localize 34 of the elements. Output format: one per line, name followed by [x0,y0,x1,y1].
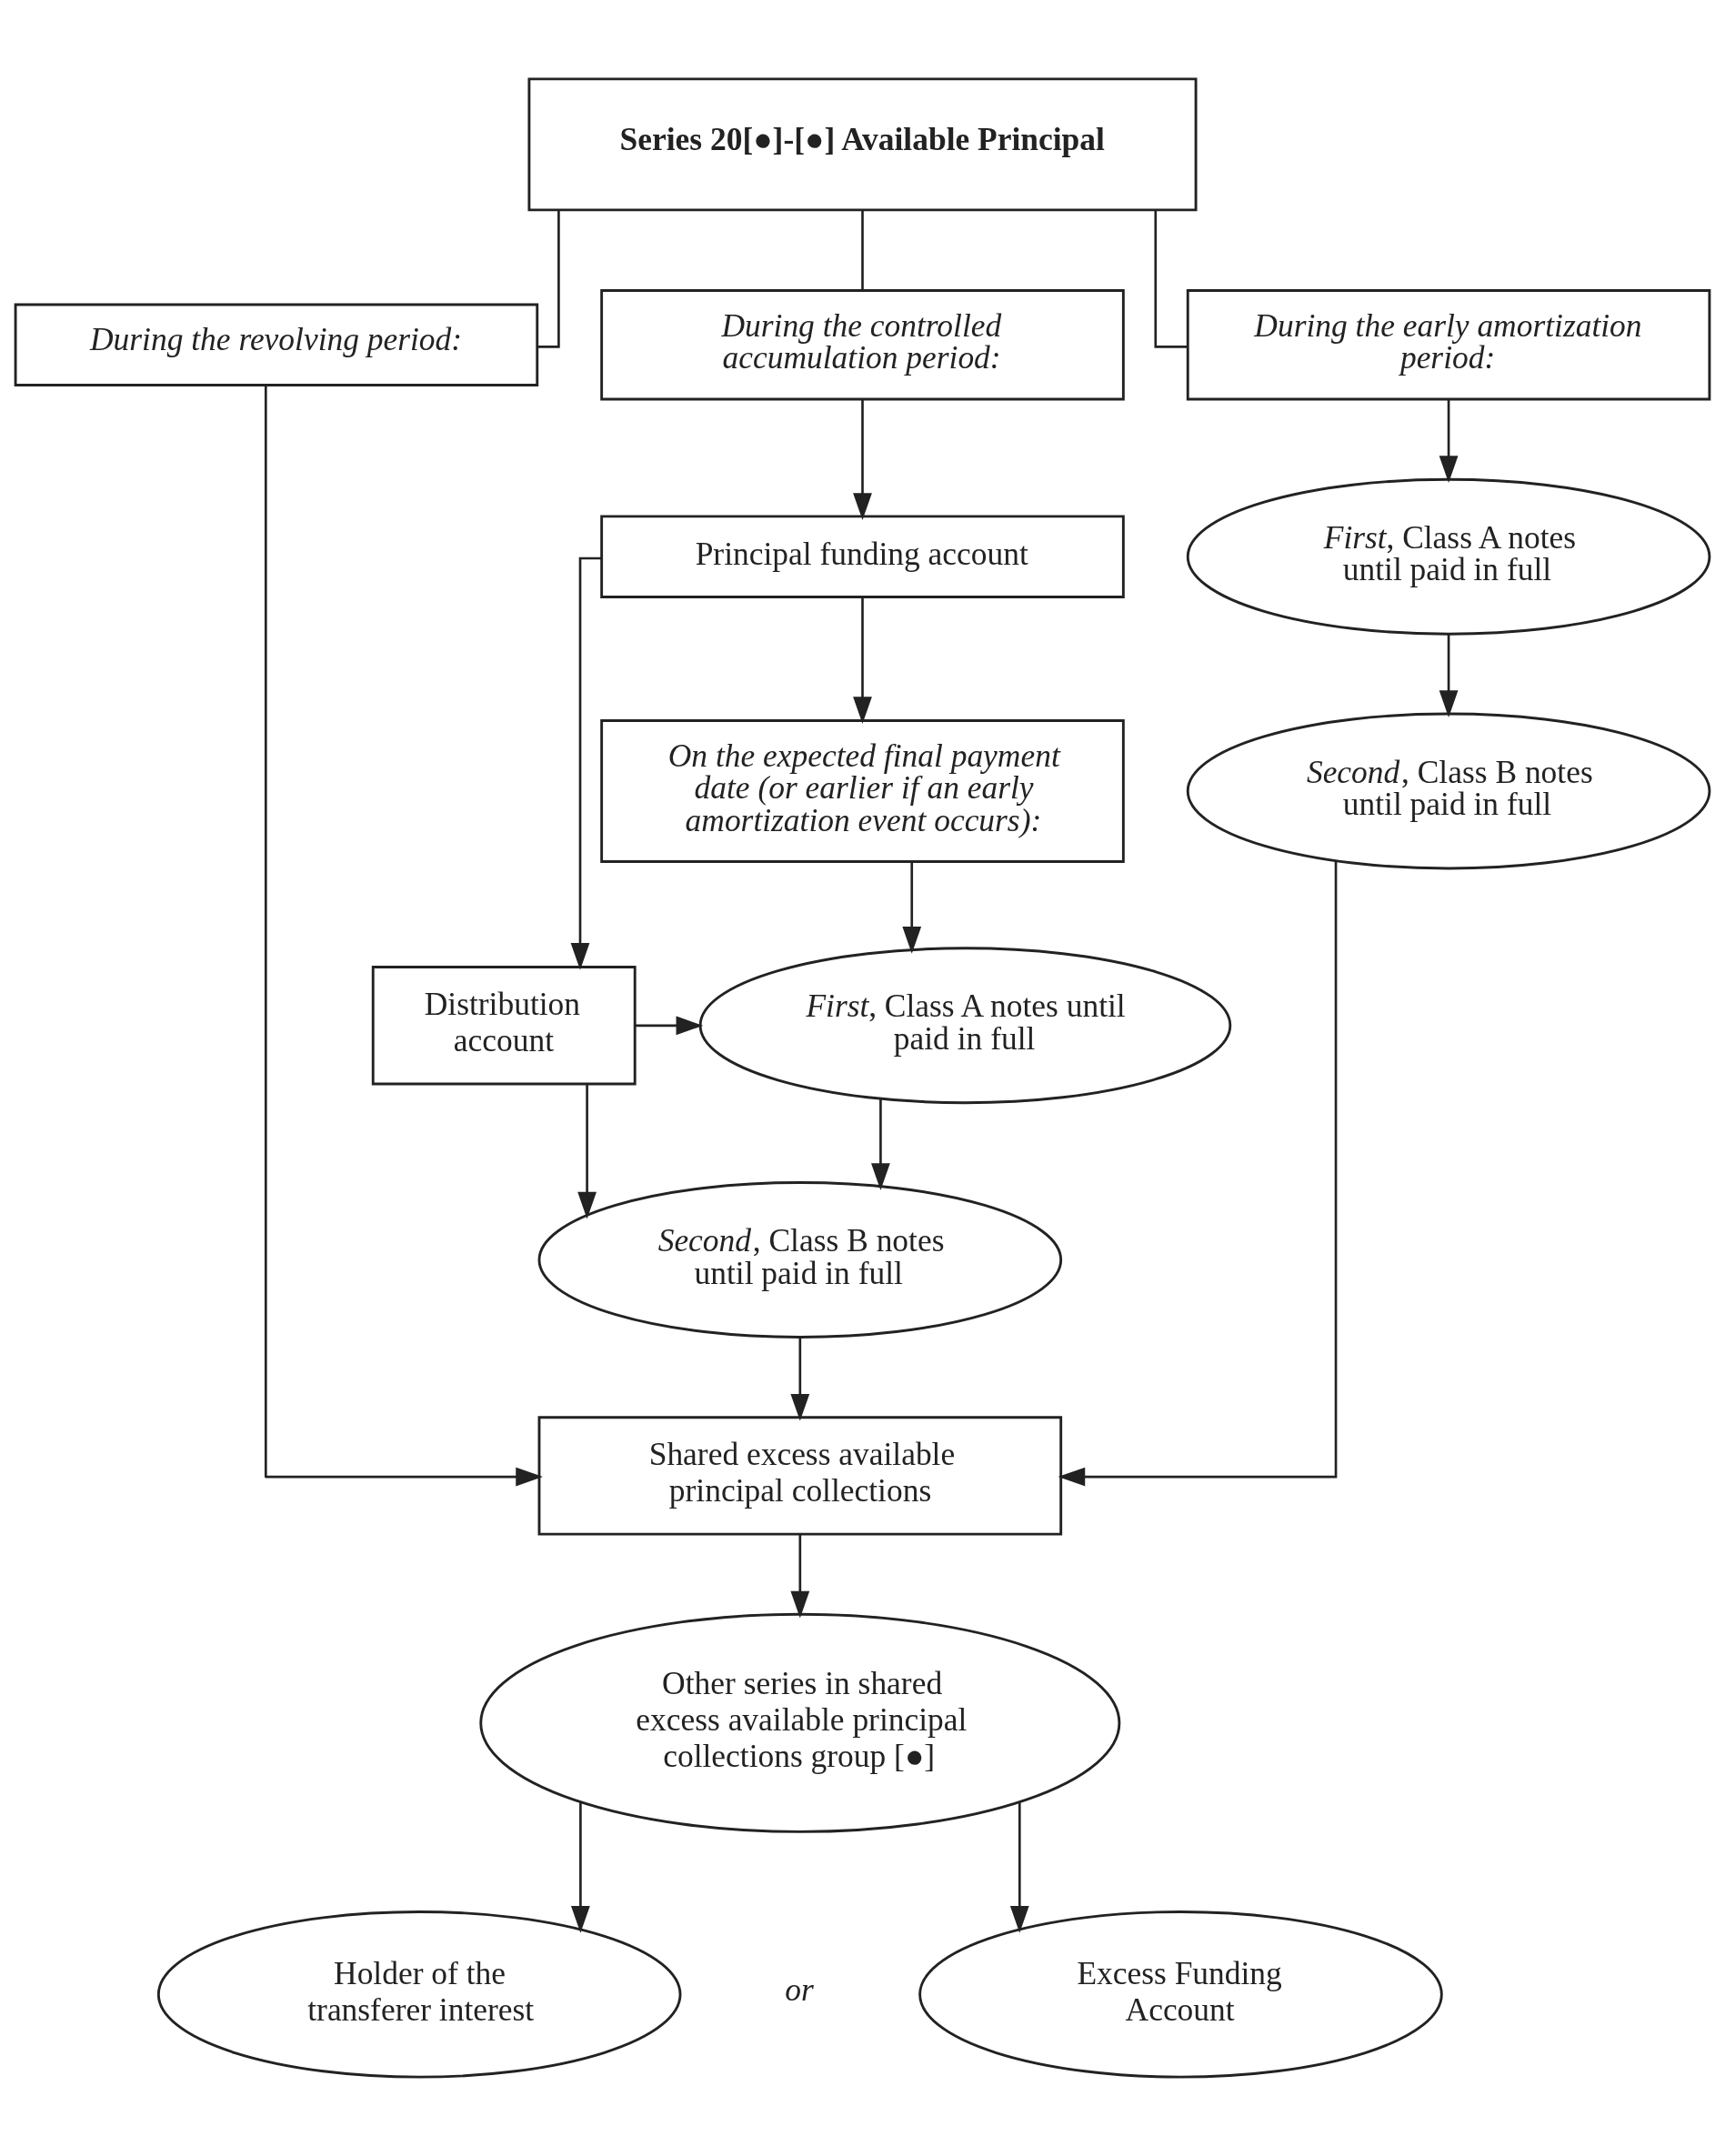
arrow [577,1084,597,1219]
node-ellipse: Excess Funding Account [918,1910,1443,2079]
node-box: On the expected final payment date (or earlier if an early amortization event occurs): [600,719,1125,863]
node-ellipse: Second, Class B notes until paid in full [1186,712,1711,870]
node-box: During the revolving period: [14,303,539,386]
arrow [571,1801,590,1933]
arrow [635,1016,704,1036]
connector [861,210,864,290]
arrow [1058,860,1338,1487]
arrow [902,862,922,954]
node-ellipse: Holder of the transferer interest [156,1910,682,2079]
connector [537,210,560,348]
arrow [1009,1801,1029,1933]
arrow [790,1534,810,1619]
node-ellipse: Second, Class B notes until paid in full [537,1181,1063,1339]
connector [1154,210,1188,348]
node-box: During the controlled accumulation period: [600,289,1125,401]
node-box: Shared excess available principal collections [537,1416,1063,1536]
arrow [264,385,543,1487]
arrow [853,597,872,724]
arrow [871,1098,890,1190]
arrow [1439,399,1459,483]
label: or [785,1970,814,2008]
arrow [570,557,602,970]
node-box: Principal funding account [600,515,1125,598]
node-ellipse: Other series in shared excess available principal collections group [●] [479,1612,1121,1833]
arrow [853,399,872,520]
node-box: Distribution account [371,966,637,1086]
arrow [1439,634,1459,717]
node-box: During the early amortization period: [1186,289,1711,401]
node-ellipse: First, Class A notes until paid in full [698,947,1232,1105]
arrow [790,1337,810,1421]
node-ellipse: First, Class A notes until paid in full [1186,477,1711,636]
node-box: Series 20[●]-[●] Available Principal [527,77,1198,212]
